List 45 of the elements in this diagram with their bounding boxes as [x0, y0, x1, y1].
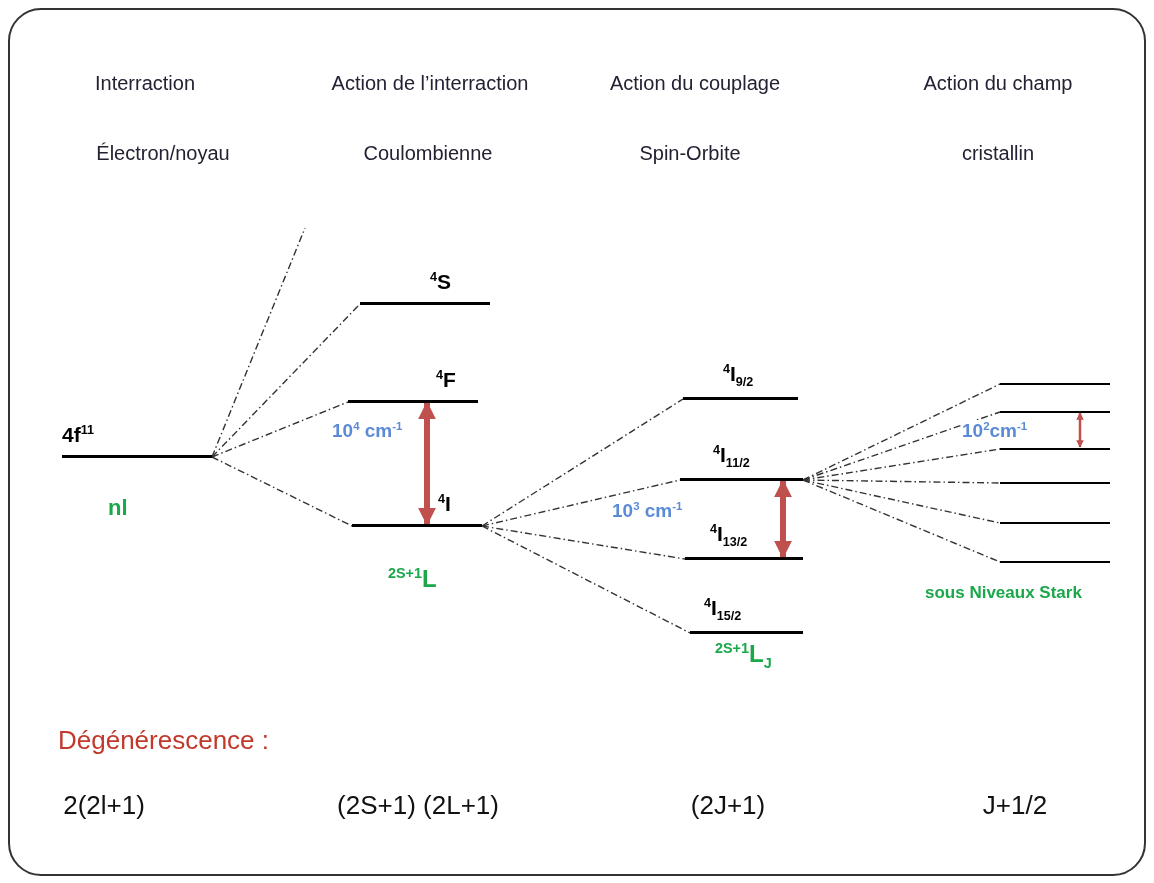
- level-term-label: $^{4}$S: [430, 270, 452, 294]
- degeneracy-formula: (2S+1) (2L+1): [337, 790, 499, 821]
- level-notation: $^{2S+1}$L: [388, 565, 437, 593]
- level-term-label: $^{4}$I: [438, 492, 451, 516]
- splitting-line: [802, 479, 1001, 563]
- column-heading: Action de l’interraction: [331, 72, 529, 95]
- column-heading: Action du champ: [923, 72, 1073, 95]
- splitting-line: [802, 383, 1001, 481]
- level-term-label: $^{4}$I$_{9/2}$: [723, 361, 754, 389]
- energy-level-bar: [1000, 409, 1110, 413]
- energy-level-bar: [1000, 520, 1110, 524]
- energy-level-bar: [1000, 381, 1110, 385]
- splitting-line: [211, 456, 353, 527]
- energy-level-bar: [1000, 559, 1110, 563]
- level-term-label: 4f$^{11}$: [62, 423, 94, 447]
- level-term-label: $^{4}$I$_{15/2}$: [704, 595, 742, 623]
- column-heading: Spin-Orbite: [639, 142, 741, 165]
- column-heading: Coulombienne: [363, 142, 493, 165]
- degeneracy-formula: 2(2l+1): [63, 790, 145, 821]
- stark-sublevels-label: sous Niveaux Stark: [925, 583, 1082, 603]
- splitting-line: [802, 411, 1001, 481]
- level-term-label: $^{4}$I$_{11/2}$: [713, 442, 750, 470]
- splitting-line: [481, 398, 684, 527]
- energy-level-bar: [1000, 480, 1110, 484]
- degeneracy-heading: Dégénérescence :: [58, 725, 270, 756]
- degeneracy-formula: (2J+1): [690, 790, 766, 821]
- energy-gap-arrow: [774, 479, 792, 559]
- energy-gap-arrow: [418, 401, 436, 526]
- degeneracy-formula: J+1/2: [982, 790, 1048, 821]
- energy-level-bar: [1000, 446, 1110, 450]
- splitting-line: [211, 401, 349, 458]
- column-heading: Action du couplage: [609, 72, 781, 95]
- level-term-label: $^{4}$I$_{13/2}$: [710, 521, 748, 549]
- splitting-line: [211, 227, 306, 458]
- column-heading: Interraction: [94, 72, 196, 95]
- level-term-label: $^{4}$F: [436, 368, 456, 392]
- column-heading: cristallin: [961, 142, 1035, 165]
- energy-gap-arrow: [1076, 412, 1084, 448]
- column-heading: Électron/noyau: [96, 142, 230, 165]
- splitting-line: [481, 525, 691, 634]
- level-notation: nl: [108, 495, 128, 521]
- splitting-line: [481, 525, 686, 560]
- level-notation: $^{2S+1}$L$_{J}$: [715, 640, 772, 671]
- splitting-line: [802, 479, 1001, 484]
- splitting-line: [211, 303, 361, 458]
